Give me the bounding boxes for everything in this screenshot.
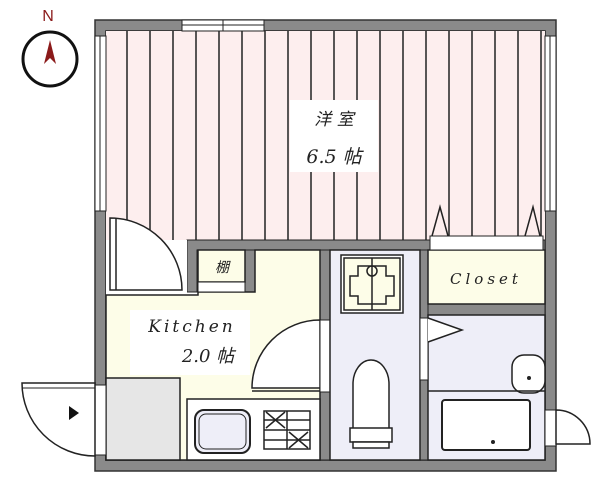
toilet-icon bbox=[349, 359, 393, 449]
stove-icon bbox=[263, 410, 311, 450]
shelf: 棚 bbox=[197, 249, 246, 293]
compass-circle bbox=[21, 30, 79, 88]
western-room-label-bg bbox=[290, 100, 378, 172]
closet-folding-doors bbox=[431, 204, 541, 237]
closet[interactable]: Closet bbox=[427, 204, 546, 305]
entrance-arrow-icon bbox=[69, 406, 79, 420]
toilet-room bbox=[329, 249, 421, 461]
sink-icon bbox=[194, 409, 251, 454]
toilet-door[interactable] bbox=[251, 319, 331, 393]
kitchen-name: Kitchen bbox=[147, 317, 235, 337]
bathroom-door[interactable] bbox=[427, 317, 465, 343]
front-door[interactable] bbox=[21, 382, 107, 457]
interior-wall-closet bbox=[427, 303, 546, 316]
closet-label: Closet bbox=[450, 270, 522, 288]
kitchen-label-bg bbox=[130, 310, 250, 375]
western-room-door[interactable] bbox=[106, 217, 187, 295]
bathroom-window bbox=[544, 409, 591, 447]
western-room: 洋 室 6.5 帖 bbox=[106, 31, 545, 240]
shelf-label: 棚 bbox=[215, 260, 231, 276]
compass: N bbox=[21, 8, 79, 88]
flooring-lines bbox=[126, 31, 542, 240]
washbasin-icon bbox=[511, 354, 546, 394]
western-room-name: 洋 室 bbox=[314, 110, 356, 130]
bathroom bbox=[419, 314, 546, 461]
kitchen-counter bbox=[186, 398, 321, 461]
entrance-genkan bbox=[105, 377, 181, 461]
interior-wall-shelf bbox=[244, 249, 256, 296]
north-arrow-icon bbox=[44, 40, 56, 64]
western-room-size: 6.5 帖 bbox=[306, 146, 364, 168]
compass-north-label: N bbox=[42, 8, 54, 25]
kitchen-size: 2.0 帖 bbox=[181, 346, 237, 367]
washing-machine-pan-icon bbox=[340, 254, 404, 314]
bathtub-icon bbox=[441, 399, 531, 451]
